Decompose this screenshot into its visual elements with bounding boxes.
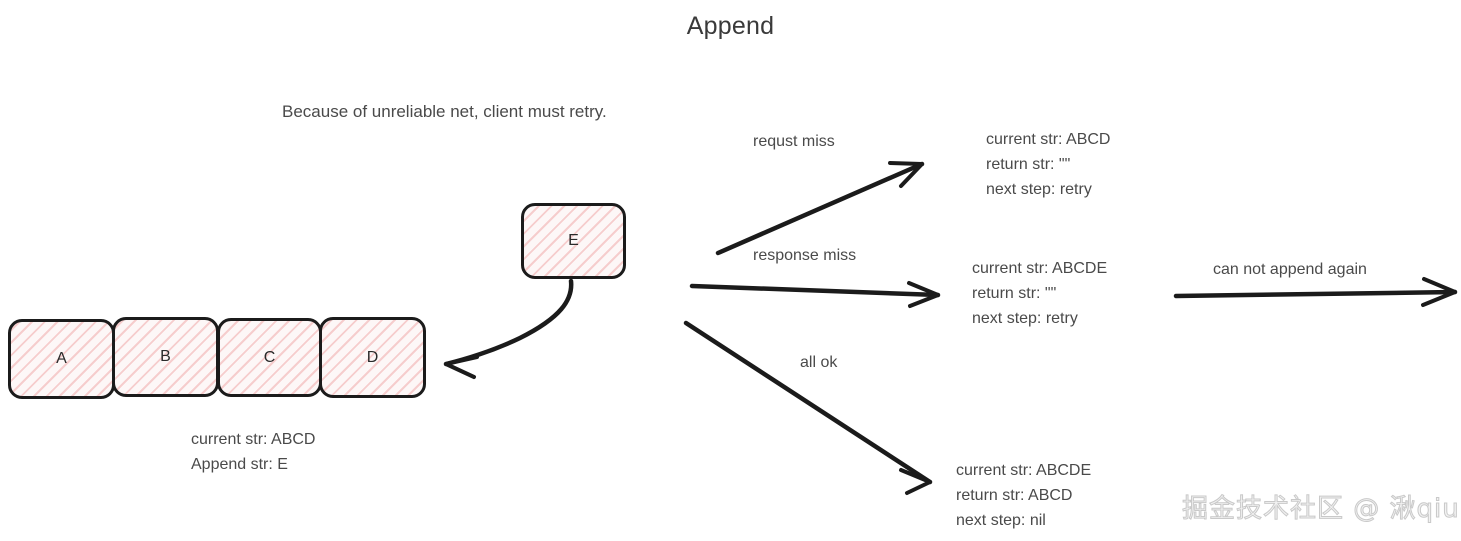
edge-label-requst-miss: requst miss xyxy=(753,133,835,150)
cell-b-label: B xyxy=(160,348,171,365)
cell-c: C xyxy=(217,318,322,397)
state-block-requst-miss: current str: ABCD return str: "" next st… xyxy=(986,127,1110,202)
state-return-1: return str: "" xyxy=(986,156,1071,173)
arrow-all-ok xyxy=(683,320,933,495)
cell-b: B xyxy=(112,317,219,397)
cell-d: D xyxy=(319,317,426,398)
edge-label-all-ok: all ok xyxy=(800,354,838,371)
left-caption-append: Append str: E xyxy=(191,456,288,473)
state-return-2: return str: "" xyxy=(972,285,1057,302)
state-block-response-miss: current str: ABCDE return str: "" next s… xyxy=(972,256,1107,331)
cell-c-label: C xyxy=(263,348,276,366)
state-next-1: next step: retry xyxy=(986,181,1092,198)
watermark: 掘金技术社区 @ 湫qiu xyxy=(1182,494,1460,525)
left-caption-current: current str: ABCD xyxy=(191,431,316,448)
arrow-response-miss xyxy=(689,281,941,308)
edge-label-can-not-append-again: can not append again xyxy=(1213,261,1367,278)
state-return-3: return str: ABCD xyxy=(956,487,1073,504)
edge-label-response-miss: response miss xyxy=(753,247,857,264)
arrow-can-not-append-again xyxy=(1173,277,1458,307)
left-caption: current str: ABCD Append str: E xyxy=(191,427,315,477)
subtitle-note: Because of unreliable net, client must r… xyxy=(282,102,607,121)
state-current-2: current str: ABCDE xyxy=(972,260,1108,277)
cell-a-label: A xyxy=(56,350,67,367)
state-block-all-ok: current str: ABCDE return str: ABCD next… xyxy=(956,458,1091,533)
arrow-requst-miss xyxy=(715,161,925,256)
cell-d-label: D xyxy=(366,348,379,366)
cell-e: E xyxy=(521,203,626,279)
state-next-2: next step: retry xyxy=(972,310,1078,327)
state-next-3: next step: nil xyxy=(956,512,1046,529)
state-current-1: current str: ABCD xyxy=(986,131,1111,148)
arrow-append-to-string xyxy=(443,278,574,379)
state-current-3: current str: ABCDE xyxy=(956,462,1092,479)
cell-a: A xyxy=(8,319,115,399)
page-title: Append xyxy=(686,12,775,40)
cell-e-label: E xyxy=(568,232,579,249)
